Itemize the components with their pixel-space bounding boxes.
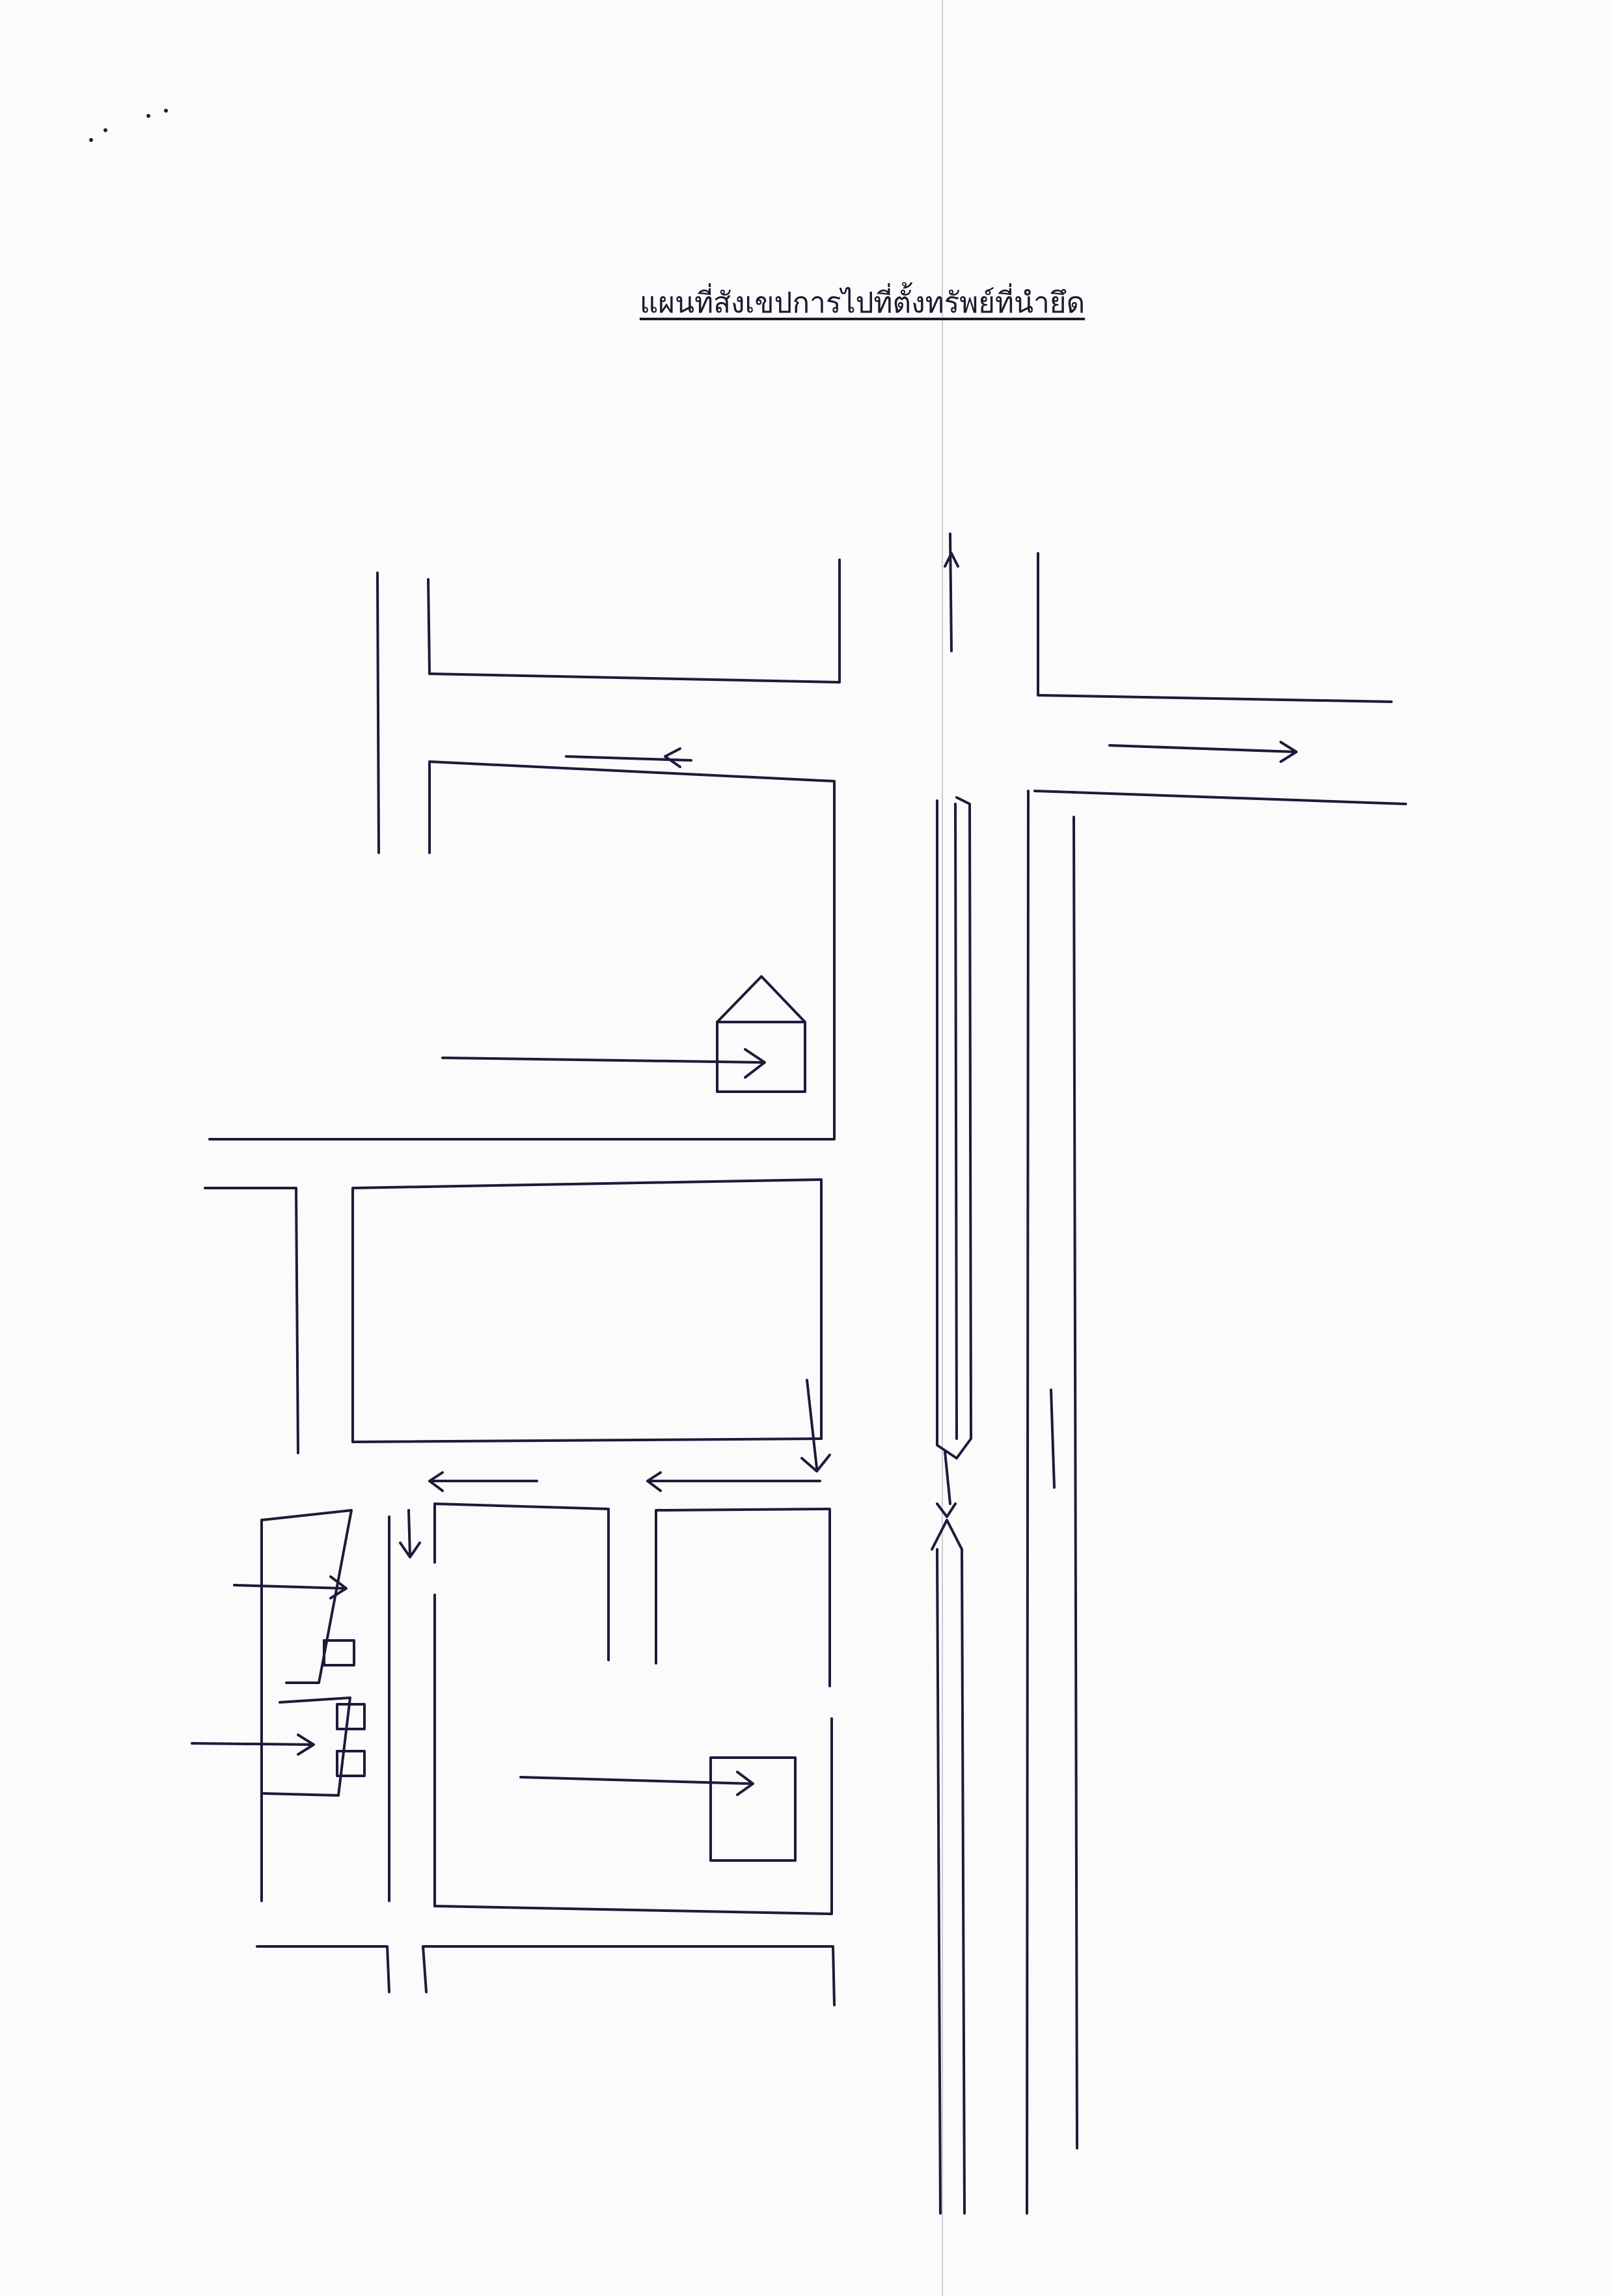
plot-icon: [233, 1575, 355, 1667]
block-top-left: [208, 559, 841, 1141]
block-lower-left: [260, 1509, 390, 1902]
ink-specks: [89, 109, 168, 142]
block-middle: [204, 1178, 831, 1473]
plot-icon-2: [191, 1703, 366, 1777]
bottom-streets: [256, 1945, 836, 2006]
shop-icon: [519, 1756, 797, 1862]
map-title: แผนที่สังเขปการไปที่ตั้งทรัพย์ที่นำยึด: [639, 286, 1086, 320]
street-arrows: [399, 1471, 821, 1558]
temple-icon: [441, 975, 806, 1093]
east-road: [1033, 741, 1407, 805]
main-road: [931, 790, 1078, 2215]
paper-fold-line: [942, 0, 943, 2296]
soi-arrow-top: [565, 747, 692, 768]
north-road: [944, 533, 1393, 703]
block-lower-middle: [433, 1502, 833, 1915]
